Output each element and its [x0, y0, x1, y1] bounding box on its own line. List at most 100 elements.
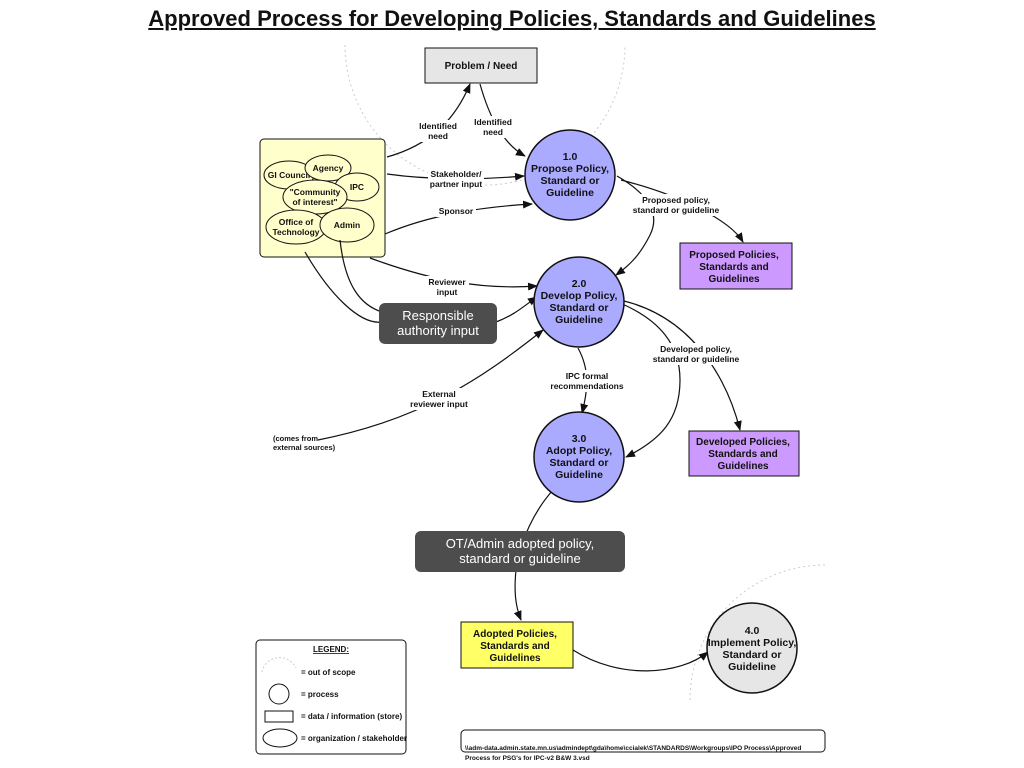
label-developed-out: Developed policy, standard or guideline: [652, 343, 740, 365]
svg-text:Identified: Identified: [419, 121, 457, 131]
svg-text:Identified: Identified: [474, 117, 512, 127]
svg-text:Standards and: Standards and: [708, 449, 777, 460]
label-identified-need-down: Identified need: [470, 116, 516, 138]
arrow-2-to-3: [619, 302, 681, 458]
svg-text:need: need: [483, 127, 503, 137]
svg-text:standard or guideline: standard or guideline: [653, 354, 740, 364]
svg-text:Propose Policy,: Propose Policy,: [531, 163, 609, 175]
svg-text:Guidelines: Guidelines: [489, 653, 541, 664]
svg-text:Guidelines: Guidelines: [708, 274, 760, 285]
label-stakeholder-input: Stakeholder/ partner input: [428, 168, 484, 190]
flow-labels: Identified need Identified need Stakehol…: [273, 116, 740, 452]
label-external-reviewer: External reviewer input: [408, 388, 470, 410]
svg-text:Sponsor: Sponsor: [439, 206, 474, 216]
svg-text:Proposed policy,: Proposed policy,: [642, 195, 710, 205]
store-developed: Developed Policies, Standards and Guidel…: [688, 430, 800, 477]
label-ipc-formal: IPC formal recommendations: [550, 370, 624, 392]
svg-text:Technology: Technology: [272, 227, 319, 237]
svg-text:Responsible: Responsible: [402, 308, 474, 323]
problem-need-label: Problem / Need: [445, 61, 518, 72]
svg-text:(comes from: (comes from: [273, 434, 318, 443]
process-2-develop: 2.0 Develop Policy, Standard or Guidelin…: [533, 256, 625, 348]
svg-text:partner input: partner input: [430, 179, 483, 189]
legend-heading: LEGEND:: [313, 645, 349, 654]
problem-need-box: Problem / Need: [424, 47, 538, 84]
label-identified-need-up: Identified need: [415, 120, 461, 142]
label-sponsor: Sponsor: [436, 205, 476, 217]
legend: LEGEND: = out of scope = process = data …: [255, 639, 407, 755]
svg-text:Process for PSG's for IPC-v2 B: Process for PSG's for IPC-v2 B&W 3.vsd: [465, 755, 590, 762]
legend-organization-icon: [262, 728, 298, 748]
stakeholder-agency: Agency: [304, 154, 352, 182]
label-reviewer-input: Reviewer input: [425, 276, 469, 298]
svg-text:Standard or: Standard or: [550, 302, 609, 314]
svg-text:Admin: Admin: [334, 220, 360, 230]
out-of-scope-arc-bottom: [689, 564, 826, 701]
svg-text:Guideline: Guideline: [555, 314, 603, 326]
process-4-implement: 4.0 Implement Policy, Standard or Guidel…: [706, 602, 798, 694]
label-external-sources: (comes from external sources): [273, 434, 336, 452]
label-proposed-out: Proposed policy, standard or guideline: [632, 194, 719, 216]
diagram-title: Approved Process for Developing Policies…: [148, 6, 876, 31]
svg-text:of interest": of interest": [292, 197, 337, 207]
svg-text:reviewer input: reviewer input: [410, 399, 468, 409]
svg-text:Developed Policies,: Developed Policies,: [696, 437, 790, 448]
stakeholder-admin: Admin: [319, 207, 375, 243]
stakeholder-group: GI Council Agency IPC "Community of inte…: [259, 138, 386, 258]
svg-text:authority input: authority input: [397, 323, 479, 338]
arrow-external-reviewer: [317, 329, 544, 441]
svg-text:3.0: 3.0: [572, 433, 587, 445]
legend-data-store-icon: [264, 710, 294, 723]
store-proposed: Proposed Policies, Standards and Guideli…: [679, 242, 793, 290]
svg-text:standard or guideline: standard or guideline: [459, 551, 580, 566]
svg-text:Office of: Office of: [279, 217, 314, 227]
svg-text:IPC formal: IPC formal: [566, 371, 609, 381]
svg-text:Developed policy,: Developed policy,: [660, 344, 732, 354]
legend-process-icon: [268, 683, 290, 705]
note-ot-admin-adopted: OT/Admin adopted policy, standard or gui…: [415, 531, 625, 572]
svg-text:Guidelines: Guidelines: [717, 461, 769, 472]
legend-out-of-scope-icon: [261, 657, 297, 673]
svg-text:Develop Policy,: Develop Policy,: [541, 290, 618, 302]
svg-text:Guideline: Guideline: [555, 469, 603, 481]
svg-text:"Community: "Community: [290, 187, 341, 197]
stakeholder-office-of-technology: Office of Technology: [265, 209, 327, 245]
svg-text:Standard or: Standard or: [723, 649, 782, 661]
process-1-propose: 1.0 Propose Policy, Standard or Guidelin…: [524, 129, 616, 221]
svg-text:Reviewer: Reviewer: [428, 277, 466, 287]
svg-text:input: input: [437, 287, 458, 297]
svg-text:IPC: IPC: [350, 182, 364, 192]
svg-text:Standards and: Standards and: [480, 641, 549, 652]
arrow-ot-to-responsible: [304, 251, 383, 323]
arrow-admin-to-responsible: [339, 239, 383, 313]
svg-text:Proposed Policies,: Proposed Policies,: [689, 250, 779, 261]
file-path: \\adm-data.admin.state.mn.us\admindept\g…: [460, 729, 826, 762]
arrow-adopted-to-4: [572, 649, 709, 672]
svg-text:= organization / stakeholder: = organization / stakeholder: [301, 734, 407, 743]
svg-text:Guideline: Guideline: [728, 661, 776, 673]
out-of-scope-arc-top: [344, 44, 626, 186]
svg-text:OT/Admin adopted policy,: OT/Admin adopted policy,: [446, 536, 595, 551]
arrow-responsible-to-2: [495, 296, 538, 323]
flow-arrows: [304, 83, 744, 672]
stakeholder-community: "Community of interest": [282, 179, 348, 215]
svg-text:2.0: 2.0: [572, 278, 587, 290]
svg-text:Standard or: Standard or: [550, 457, 609, 469]
svg-text:Implement Policy,: Implement Policy,: [708, 637, 797, 649]
svg-text:recommendations: recommendations: [550, 381, 623, 391]
svg-text:Standard or: Standard or: [541, 175, 600, 187]
svg-text:= process: = process: [301, 690, 339, 699]
svg-text:4.0: 4.0: [745, 625, 760, 637]
svg-text:Adopted Policies,: Adopted Policies,: [473, 629, 557, 640]
svg-text:Agency: Agency: [313, 163, 344, 173]
svg-text:External: External: [422, 389, 456, 399]
arrow-developed-out: [623, 300, 742, 431]
svg-text:1.0: 1.0: [563, 151, 578, 163]
svg-text:= out of scope: = out of scope: [301, 668, 356, 677]
svg-text:external sources): external sources): [273, 443, 336, 452]
arrow-1-to-2: [615, 175, 655, 276]
svg-text:GI Council: GI Council: [268, 170, 311, 180]
svg-text:need: need: [428, 131, 448, 141]
process-3-adopt: 3.0 Adopt Policy, Standard or Guideline: [533, 411, 625, 503]
